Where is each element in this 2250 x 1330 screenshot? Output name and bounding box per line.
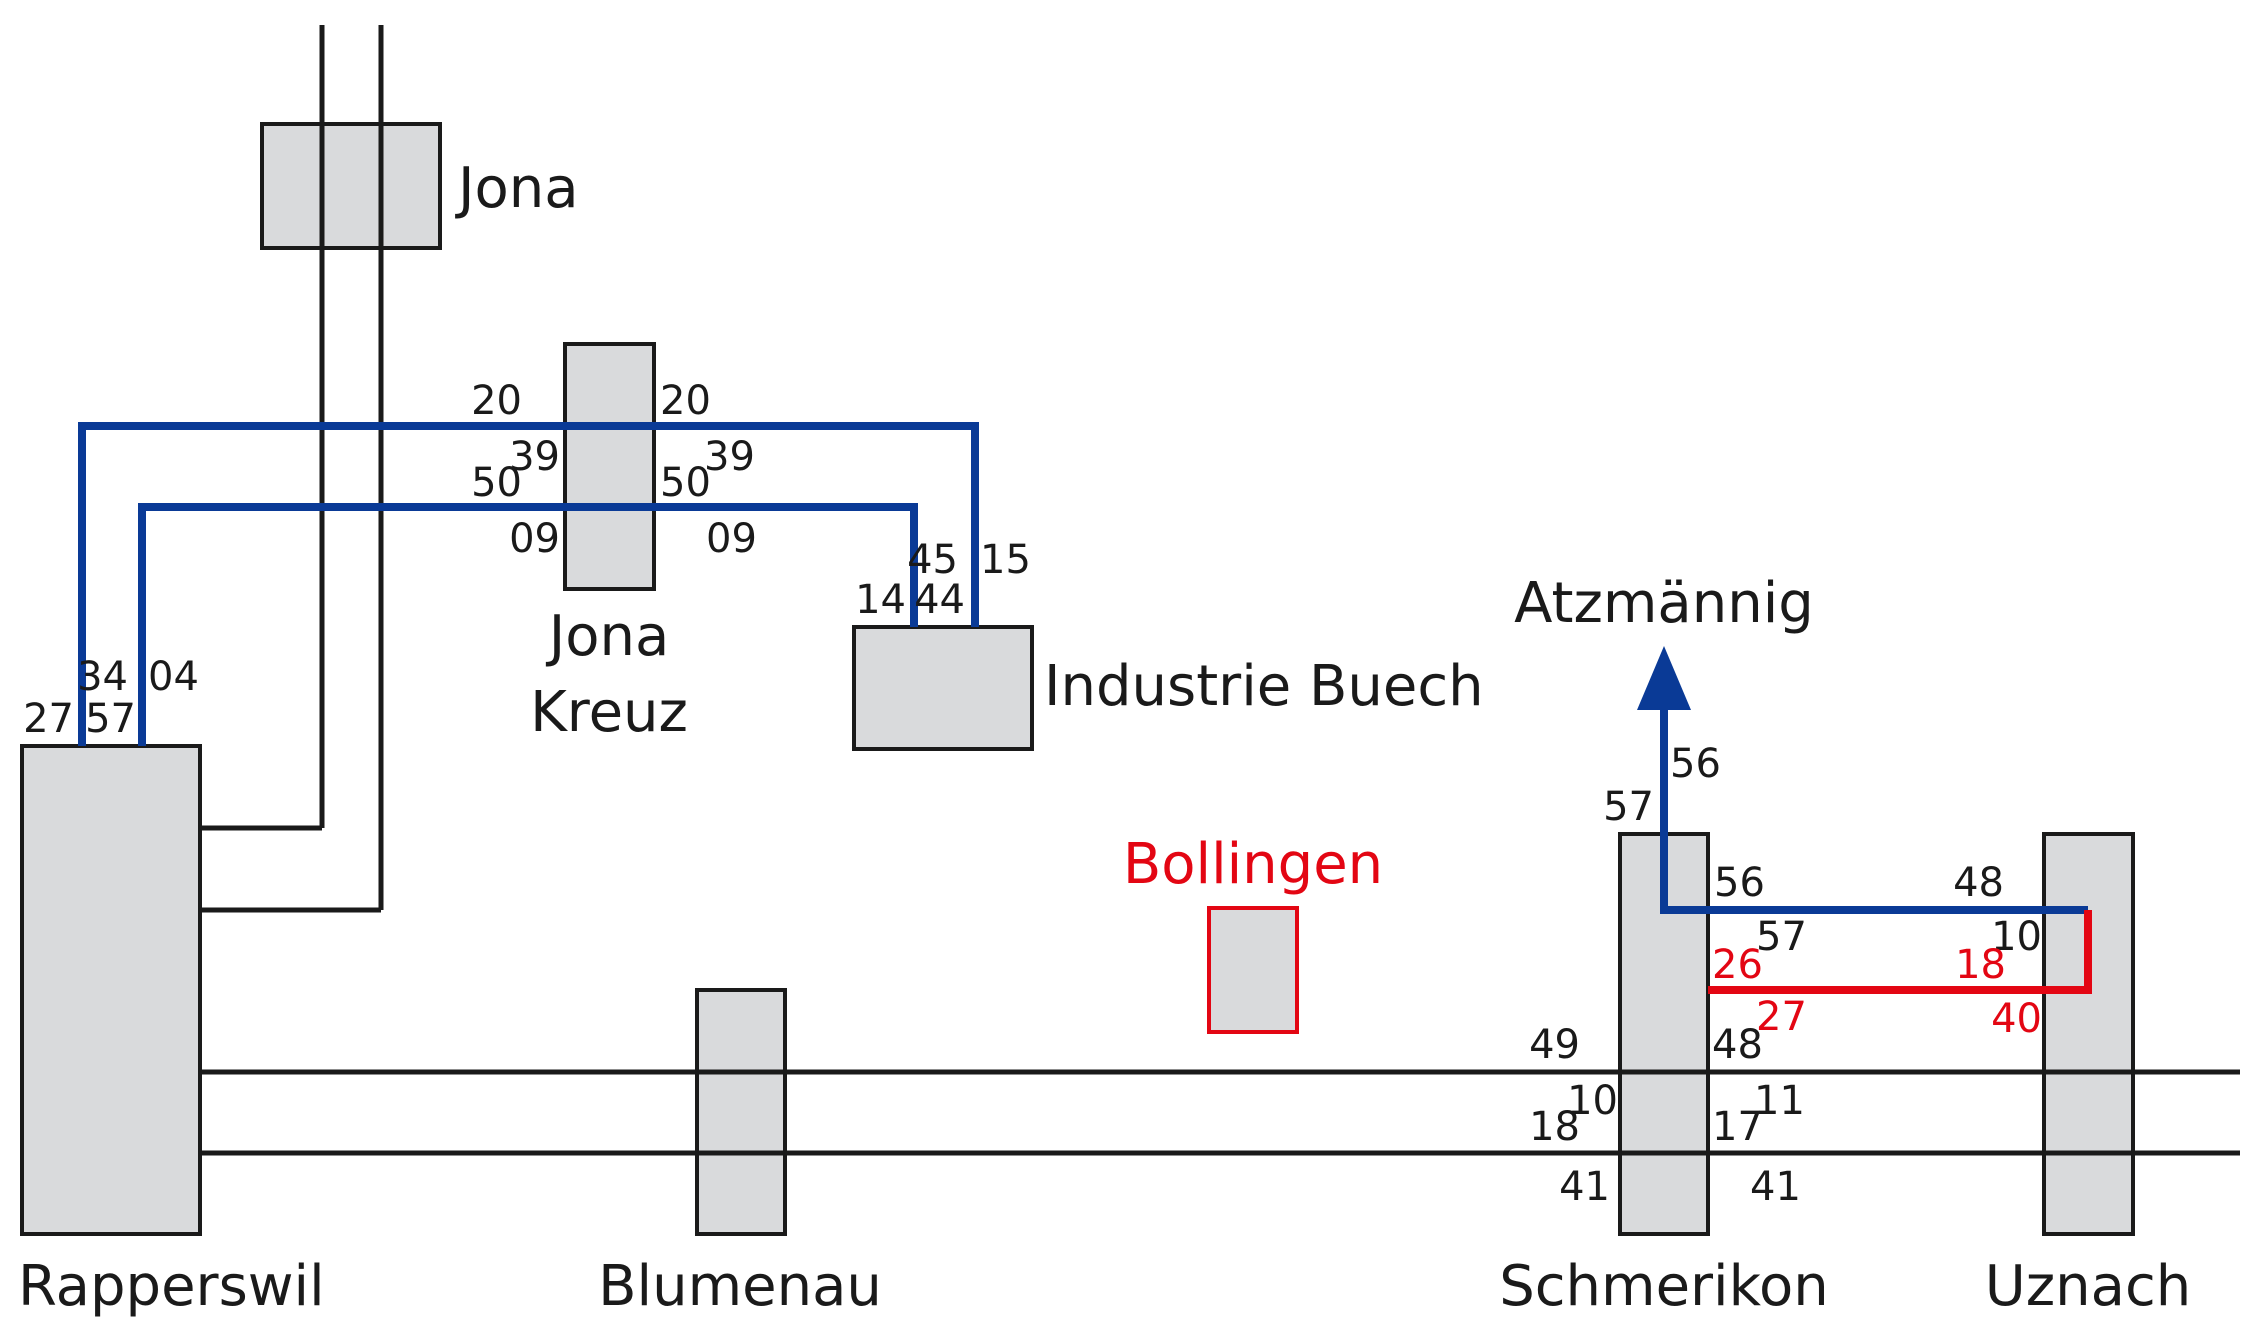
time-label: 09 (706, 516, 757, 562)
time-label: 15 (980, 537, 1031, 583)
time-label: 39 (509, 434, 560, 480)
station-box-blumenau (695, 988, 787, 1236)
station-name-blumenau: Blumenau (598, 1254, 882, 1319)
station-name-rapperswil: Rapperswil (18, 1254, 325, 1319)
bus-route-inner (138, 503, 918, 746)
rail-tracks-overlay (319, 124, 2133, 1156)
station-name-jona-kreuz-line1: Jona (546, 604, 670, 669)
bus-route-outer (78, 422, 979, 746)
time-label: 50 (660, 460, 711, 506)
time-label: 57 (1756, 914, 1807, 960)
time-label: 11 (1754, 1078, 1805, 1124)
station-name-uznach: Uznach (1985, 1254, 2191, 1319)
time-label: 57 (85, 696, 136, 742)
time-label: 20 (471, 378, 522, 424)
time-label: 04 (148, 654, 199, 700)
station-name-schmerikon: Schmerikon (1499, 1254, 1829, 1319)
bus-route-red (1708, 910, 2092, 994)
time-label: 48 (1953, 860, 2004, 906)
time-label: 41 (1750, 1164, 1801, 1210)
time-label: 18 (1955, 942, 2006, 988)
time-label: 10 (1991, 914, 2042, 960)
station-box-uznach (2042, 832, 2135, 1236)
arrow-up-icon (1637, 646, 1691, 710)
time-label: 27 (1756, 994, 1807, 1040)
station-box-jona (260, 122, 442, 250)
bus-routes-blue (78, 422, 2088, 914)
time-label: 20 (660, 378, 711, 424)
time-label: 56 (1670, 741, 1721, 787)
station-name-jona: Jona (455, 156, 579, 221)
time-label: 40 (1991, 996, 2042, 1042)
time-label: 56 (1714, 860, 1765, 906)
time-label: 27 (23, 696, 74, 742)
station-labels: Jona Jona Kreuz Industrie Buech Rappersw… (18, 156, 2191, 1319)
bus-routes-red (1708, 910, 2092, 994)
time-label: 41 (1559, 1164, 1610, 1210)
station-name-industrie-buech: Industrie Buech (1044, 654, 1484, 719)
time-label: 14 (855, 577, 906, 623)
time-label: 09 (509, 516, 560, 562)
station-name-jona-kreuz-line2: Kreuz (530, 680, 688, 745)
time-label: 44 (914, 577, 965, 623)
station-name-bollingen: Bollingen (1123, 832, 1383, 897)
departure-times: 20 20 39 39 50 50 09 09 45 15 14 44 34 0… (23, 378, 2042, 1210)
time-label: 57 (1603, 784, 1654, 830)
time-label: 49 (1529, 1022, 1580, 1068)
time-label: 18 (1529, 1104, 1580, 1150)
time-label: 26 (1712, 942, 1763, 988)
station-box-industrie-buech (852, 625, 1034, 751)
station-box-rapperswil (20, 744, 202, 1236)
time-label: 50 (471, 460, 522, 506)
station-box-bollingen (1207, 906, 1299, 1034)
time-label: 17 (1712, 1104, 1763, 1150)
time-label: 34 (77, 654, 128, 700)
station-name-atzmaennig: Atzmännig (1514, 571, 1814, 636)
station-boxes (20, 122, 2135, 1236)
time-label: 10 (1567, 1078, 1618, 1124)
time-label: 39 (704, 434, 755, 480)
station-box-jona-kreuz (563, 342, 656, 591)
time-label: 45 (907, 537, 958, 583)
time-label: 48 (1712, 1022, 1763, 1068)
bus-route-atzmaennig (1660, 700, 2088, 914)
